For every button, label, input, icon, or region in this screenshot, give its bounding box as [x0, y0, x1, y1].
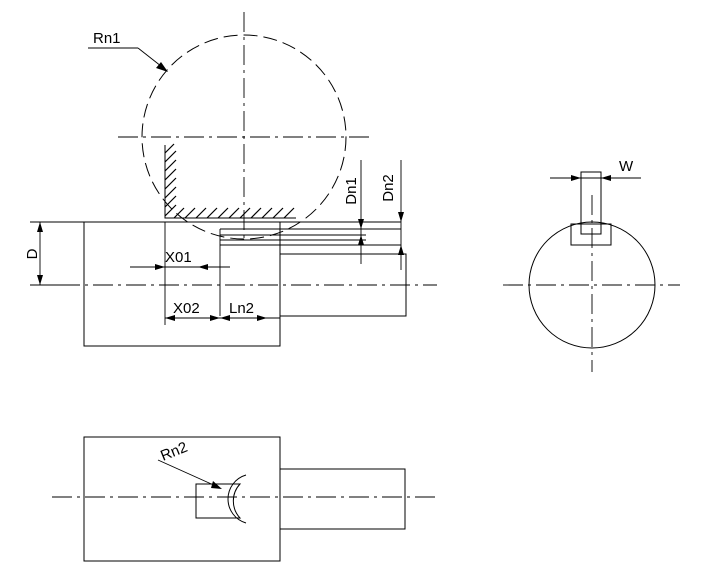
label-w: W — [619, 158, 634, 175]
top-view-slot-end-radius — [227, 474, 247, 524]
label-rn2: Rn2 — [158, 439, 190, 465]
label-rn1: Rn1 — [93, 30, 121, 47]
dimension-dn2 — [398, 160, 404, 270]
label-x01: X01 — [165, 249, 192, 266]
dimension-x01 — [130, 222, 230, 325]
label-dn2: Dn2 — [380, 174, 397, 202]
label-d: D — [24, 248, 41, 259]
key-tool — [580, 171, 602, 235]
leader-rn2 — [157, 459, 222, 489]
leader-rn1 — [88, 47, 168, 72]
label-dn1: Dn1 — [343, 177, 360, 205]
cutter-circle-rn1 — [141, 34, 347, 240]
keyway-slot — [570, 223, 612, 246]
front-view: D Dn1 Dn2 X01 X02 — [24, 12, 437, 347]
label-x02: X02 — [173, 300, 200, 317]
dimension-d — [30, 221, 84, 286]
dimension-ln2 — [220, 315, 267, 321]
hatched-region — [164, 143, 296, 219]
dimension-w — [550, 175, 641, 181]
label-ln2: Ln2 — [229, 300, 254, 317]
side-view: W — [503, 158, 680, 372]
top-view: Rn2 — [52, 436, 438, 562]
top-view-slot — [195, 483, 242, 519]
workpiece-body — [83, 221, 281, 347]
dimension-dn1 — [358, 160, 364, 264]
top-view-shaft-step — [279, 468, 406, 530]
